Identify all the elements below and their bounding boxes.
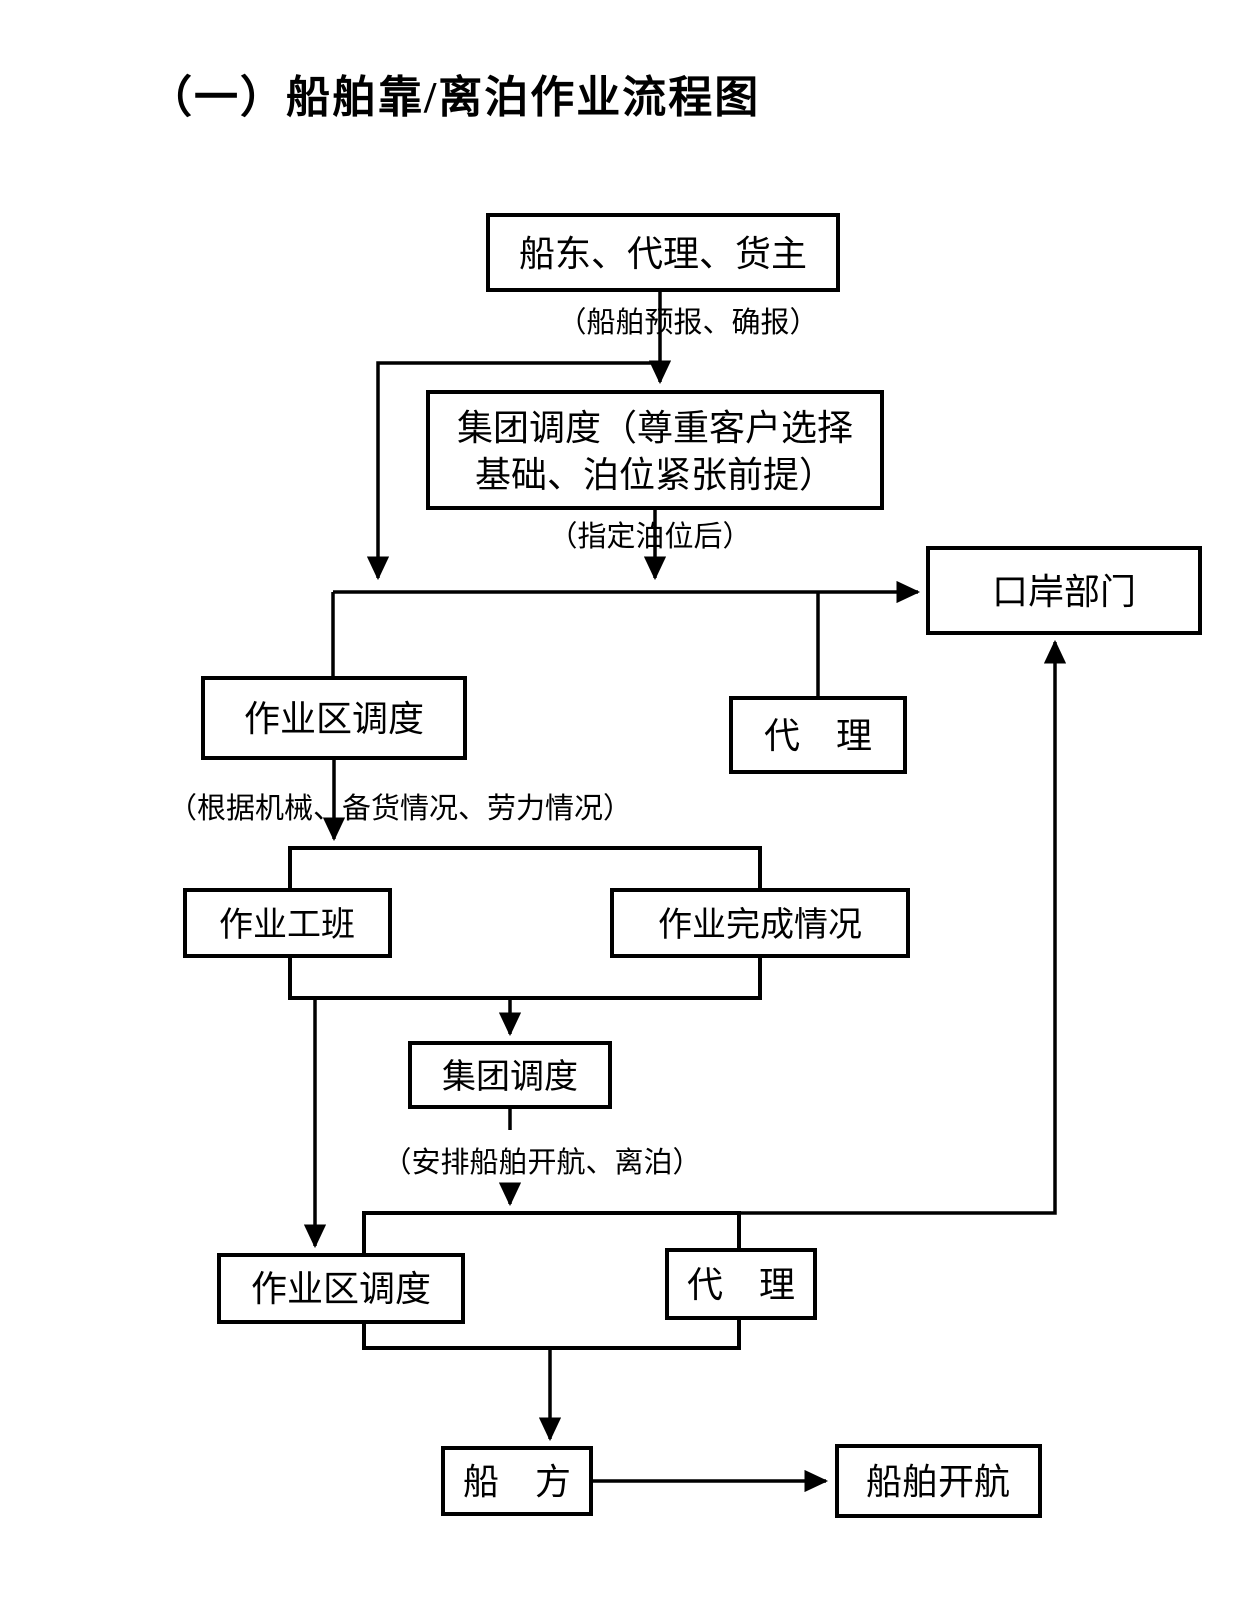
box-group-dispatch-2-label: 集团调度 (442, 1058, 578, 1096)
box-agent-2: 代 理 (665, 1248, 817, 1320)
box-group-dispatch-pre-line2: 基础、泊位紧张前提） (475, 455, 835, 495)
box-agent-1: 代 理 (729, 696, 907, 774)
annotation-based-on-conditions: （根据机械、备货情况、劳力情况） (168, 792, 632, 825)
annotation-berth-assigned: （指定泊位后） (548, 520, 751, 553)
box-group-dispatch-2: 集团调度 (408, 1041, 612, 1109)
box-port-department: 口岸部门 (926, 546, 1202, 635)
box-area-dispatch-1-label: 作业区调度 (244, 699, 424, 739)
arrow-departure-container-to-port-department (739, 639, 1067, 1215)
box-port-department-label: 口岸部门 (992, 572, 1136, 612)
box-agent-1-label: 代 理 (764, 716, 872, 756)
box-area-dispatch-2-label: 作业区调度 (251, 1269, 431, 1309)
box-ship-departure: 船舶开航 (835, 1444, 1042, 1518)
box-shipowner-agent-cargo-label: 船东、代理、货主 (519, 234, 807, 274)
box-group-dispatch-pre: 集团调度（尊重客户选择 基础、泊位紧张前提） (426, 390, 884, 510)
box-work-shift-label: 作业工班 (219, 907, 355, 944)
box-area-dispatch-2: 作业区调度 (217, 1253, 465, 1324)
box-ship-side-label: 船 方 (463, 1462, 571, 1502)
box-work-completion: 作业完成情况 (610, 888, 910, 958)
box-work-completion-label: 作业完成情况 (658, 906, 862, 944)
annotation-ship-forecast: （船舶预报、确报） (557, 306, 818, 339)
box-shipowner-agent-cargo: 船东、代理、货主 (486, 213, 840, 292)
box-area-dispatch-1: 作业区调度 (201, 676, 467, 760)
box-ship-departure-label: 船舶开航 (866, 1462, 1010, 1502)
box-group-dispatch-pre-line1: 集团调度（尊重客户选择 (457, 408, 853, 448)
page-title: （一）船舶靠/离泊作业流程图 (148, 73, 760, 122)
annotation-arrange-departure: （安排船舶开航、离泊） (382, 1146, 701, 1179)
box-agent-2-label: 代 理 (687, 1265, 795, 1305)
box-ship-side: 船 方 (441, 1446, 593, 1516)
arrow-branch-to-junction (366, 361, 660, 581)
box-work-shift: 作业工班 (183, 888, 392, 958)
